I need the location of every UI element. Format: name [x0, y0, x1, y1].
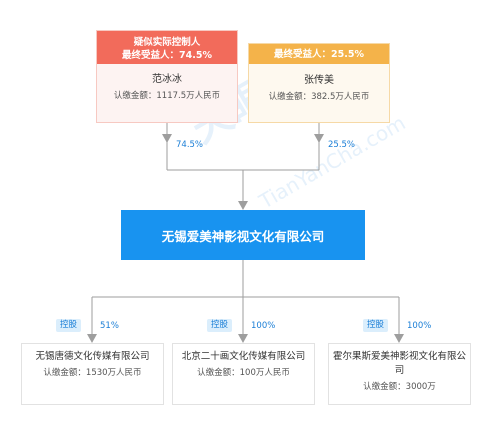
arrow-sub3 — [394, 334, 404, 343]
company-node[interactable]: 无锡爱美神影视文化有限公司 — [121, 210, 365, 260]
arrow-sub2 — [238, 334, 248, 343]
subsidiary-capital: 认缴金额：1530万人民币 — [43, 368, 142, 378]
edge-label-sub2: 100% — [251, 321, 276, 331]
subsidiary-card-esh[interactable]: 北京二十画文化传媒有限公司 认缴金额：100万人民币 — [172, 343, 315, 405]
edge-label-zcm: 25.5% — [328, 140, 356, 150]
subsidiary-card-hegs[interactable]: 霍尔果斯爱美神影视文化有限公司 认缴金额：3000万 — [328, 343, 471, 405]
beneficiary-tag: 最终受益人：25.5% — [249, 44, 389, 64]
edge-label-sub3: 100% — [407, 321, 432, 331]
subsidiary-capital: 认缴金额：3000万 — [363, 382, 436, 392]
arrow-company — [238, 201, 248, 210]
beneficiary-percent: 最终受益人：25.5% — [274, 49, 364, 60]
shareholder-name[interactable]: 范冰冰 — [152, 74, 182, 85]
controller-tag: 疑似实际控制人 最终受益人：74.5% — [97, 31, 237, 64]
subsidiary-name[interactable]: 无锡唐德文化传媒有限公司 — [35, 351, 150, 362]
shareholder-name[interactable]: 张传美 — [304, 75, 334, 86]
beneficiary-percent: 最终受益人：74.5% — [122, 50, 212, 61]
arrow-fbb — [162, 134, 172, 143]
subsidiary-name[interactable]: 霍尔果斯爱美神影视文化有限公司 — [333, 351, 467, 376]
edge-label-sub1: 51% — [100, 321, 119, 331]
arrow-zcm — [314, 134, 324, 143]
shareholder-card-zcm[interactable]: 最终受益人：25.5% 张传美 认缴金额：382.5万人民币 — [248, 43, 390, 123]
subsidiary-card-td[interactable]: 无锡唐德文化传媒有限公司 认缴金额：1530万人民币 — [21, 343, 164, 405]
control-badge: 控股 — [207, 319, 233, 332]
shareholder-capital: 认缴金额：1117.5万人民币 — [113, 91, 221, 101]
controller-tag-line1: 疑似实际控制人 — [133, 37, 201, 48]
shareholder-card-fbb[interactable]: 疑似实际控制人 最终受益人：74.5% 范冰冰 认缴金额：1117.5万人民币 — [96, 30, 238, 123]
shareholder-capital: 认缴金额：382.5万人民币 — [268, 92, 370, 102]
control-badge: 控股 — [56, 319, 82, 332]
edge-label-fbb: 74.5% — [176, 140, 204, 150]
control-badge: 控股 — [363, 319, 389, 332]
subsidiary-capital: 认缴金额：100万人民币 — [197, 368, 290, 378]
subsidiary-name[interactable]: 北京二十画文化传媒有限公司 — [181, 351, 306, 362]
arrow-sub1 — [87, 334, 97, 343]
